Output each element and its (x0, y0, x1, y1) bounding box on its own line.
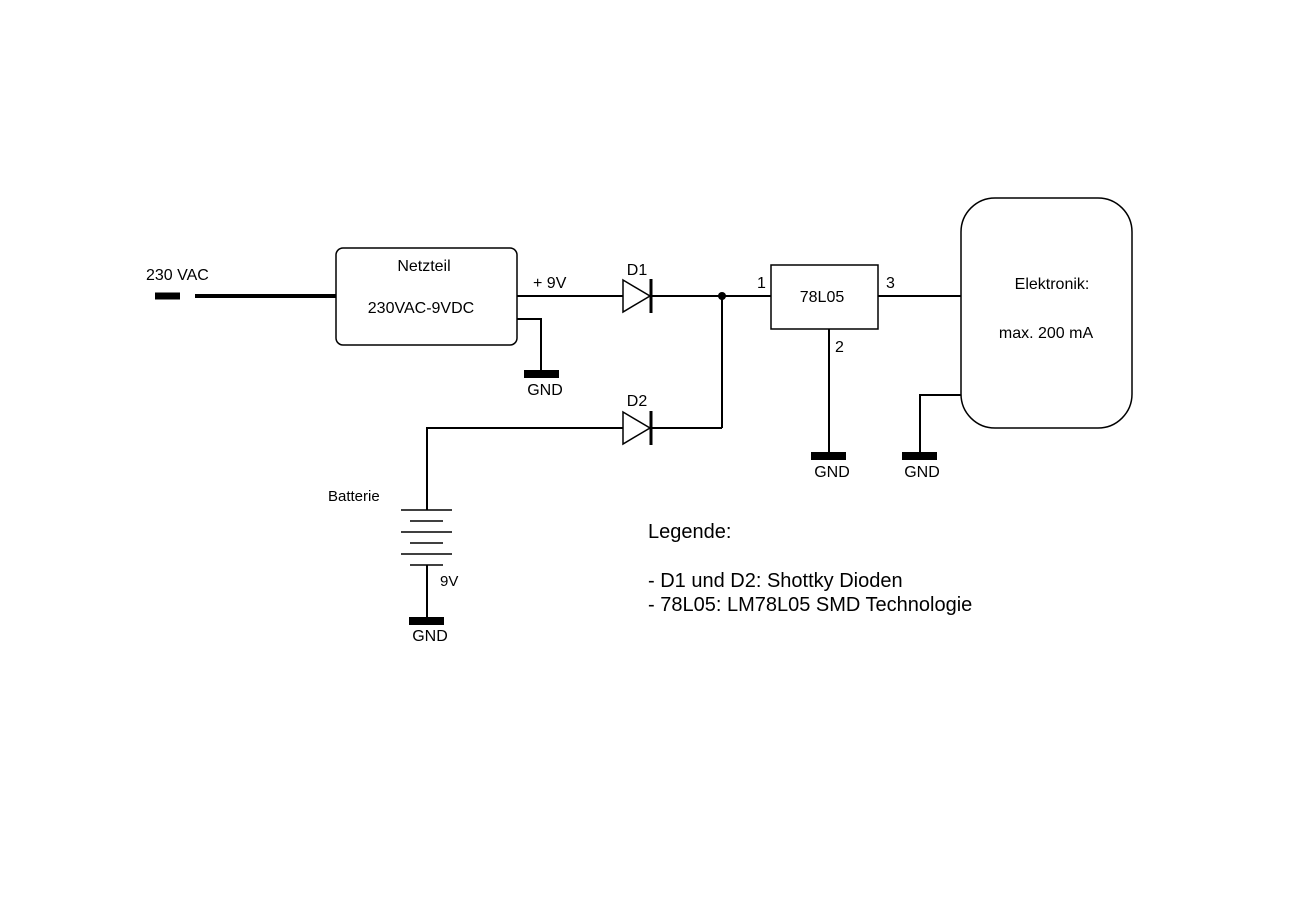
battery: Batterie 9V (328, 488, 458, 620)
wire-battery-to-d2 (426, 427, 623, 510)
legend-item: - D1 und D2: Shottky Dioden (648, 570, 903, 592)
load-ground: GND (902, 394, 961, 481)
legend-item: - 78L05: LM78L05 SMD Technologie (648, 594, 972, 616)
diode-d1: D1 (622, 262, 653, 314)
regulator-ground-label: GND (814, 464, 850, 481)
supply-ground-label: GND (527, 382, 563, 399)
voltage-regulator: 78L05 1 3 2 (757, 264, 895, 356)
power-supply: Netzteil 230VAC-9VDC (335, 247, 518, 346)
diode-d2: D2 (622, 393, 653, 446)
power-supply-spec: 230VAC-9VDC (368, 300, 474, 317)
regulator-pin-1: 1 (757, 275, 766, 292)
supply-output-label: + 9V (533, 275, 567, 292)
regulator-name: 78L05 (800, 289, 845, 306)
regulator-pin-3: 3 (886, 275, 895, 292)
regulator-pin-2: 2 (835, 339, 844, 356)
ac-input-label: 230 VAC (146, 267, 209, 284)
diode-d2-label: D2 (627, 393, 648, 410)
load-electronics: Elektronik: max. 200 mA (960, 197, 1133, 429)
power-supply-title: Netzteil (397, 258, 450, 275)
load-ground-label: GND (904, 464, 940, 481)
load-current: max. 200 mA (999, 325, 1094, 342)
battery-ground-label: GND (412, 628, 448, 645)
battery-ground: GND (409, 617, 448, 645)
ac-input: 230 VAC (146, 267, 336, 300)
legend: Legende: - D1 und D2: Shottky Dioden - 7… (648, 521, 972, 616)
regulator-ground: GND (811, 329, 850, 481)
battery-voltage: 9V (440, 573, 458, 590)
battery-label: Batterie (328, 488, 380, 505)
diode-d1-label: D1 (627, 262, 648, 279)
legend-heading: Legende: (648, 521, 731, 543)
load-title: Elektronik: (1015, 276, 1090, 293)
supply-ground: GND (517, 318, 563, 399)
